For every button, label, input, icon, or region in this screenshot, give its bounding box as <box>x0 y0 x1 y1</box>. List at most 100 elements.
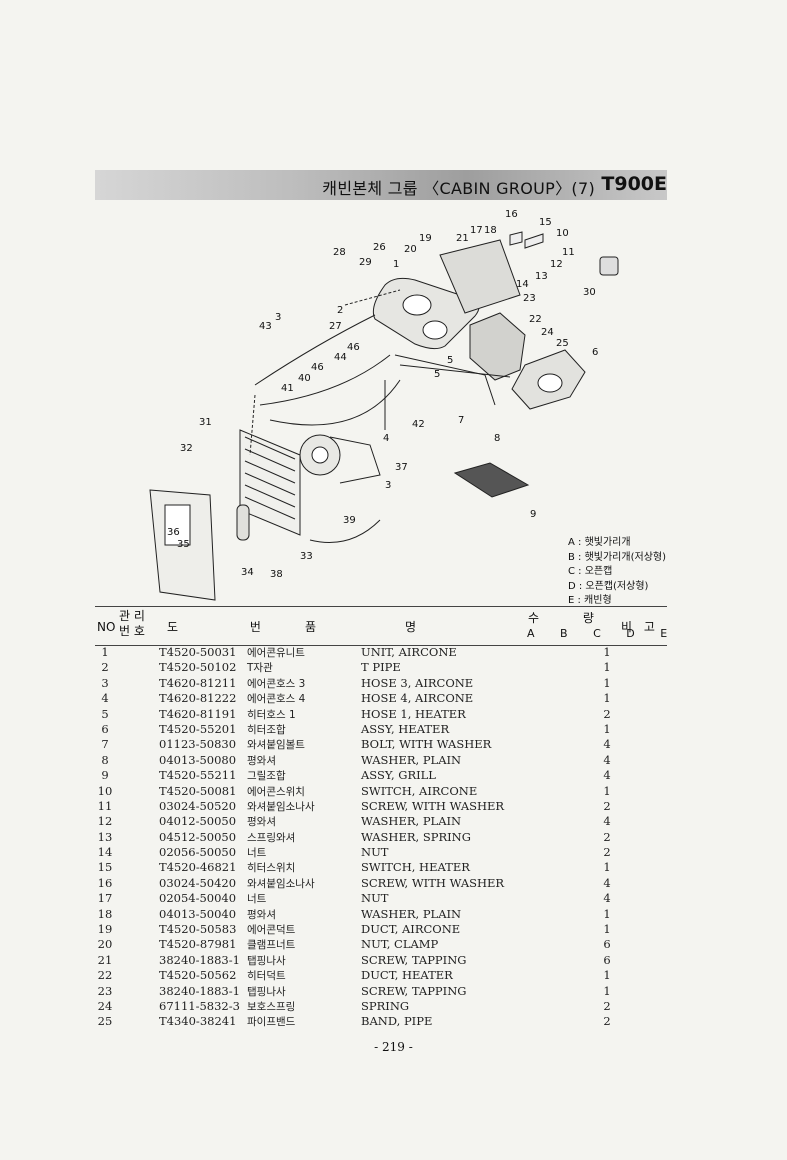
row-name-kr: 탭핑나사 <box>247 985 286 998</box>
row-part-number: 04512-50050 <box>159 829 237 844</box>
row-name-kr: 히터호스 1 <box>247 708 296 721</box>
row-quantity: 1 <box>603 691 611 706</box>
row-quantity: 4 <box>603 737 611 752</box>
svg-text:19: 19 <box>419 233 432 244</box>
svg-text:46: 46 <box>347 342 360 353</box>
svg-text:44: 44 <box>334 352 347 363</box>
model-legend: A : 햇빛가리개 B : 햇빛가리개(저상형) C : 오픈캡 D : 오픈캡… <box>568 536 666 609</box>
header-name-kr: 품 <box>305 620 317 634</box>
row-quantity: 2 <box>603 1014 611 1029</box>
row-number: 24 <box>97 998 113 1013</box>
row-name-en: WASHER, SPRING <box>361 829 471 844</box>
row-number: 25 <box>97 1014 113 1029</box>
svg-text:3: 3 <box>275 312 281 323</box>
svg-text:34: 34 <box>241 567 254 578</box>
row-number: 23 <box>97 983 113 998</box>
row-number: 19 <box>97 922 113 937</box>
row-part-number: T4520-46821 <box>159 860 237 875</box>
row-name-kr: 히터조합 <box>247 723 286 736</box>
row-quantity: 6 <box>603 937 611 952</box>
svg-text:27: 27 <box>329 321 342 332</box>
row-number: 11 <box>97 798 113 813</box>
row-part-number: 02056-50050 <box>159 845 237 860</box>
row-part-number: T4520-50583 <box>159 922 237 937</box>
header-quantity: 수 량 <box>528 611 614 625</box>
row-number: 1 <box>101 645 109 659</box>
row-part-number: T4520-55201 <box>159 721 237 736</box>
svg-text:43: 43 <box>259 321 272 332</box>
row-number: 7 <box>101 737 109 752</box>
row-name-kr: 와셔붙임볼트 <box>247 739 305 752</box>
legend-item: B : 햇빛가리개(저상형) <box>568 551 666 563</box>
row-name-kr: 와셔붙임소나사 <box>247 877 315 890</box>
row-name-en: SCREW, WITH WASHER <box>361 875 505 890</box>
row-quantity: 4 <box>603 891 611 906</box>
row-name-kr: 히터스위치 <box>247 862 296 875</box>
row-name-en: NUT, CLAMP <box>361 937 439 952</box>
row-quantity: 4 <box>603 752 611 767</box>
row-name-kr: 스프링와셔 <box>247 831 296 844</box>
legend-item: E : 캐빈형 <box>568 595 612 606</box>
row-number: 13 <box>97 829 113 844</box>
svg-text:24: 24 <box>541 327 554 338</box>
row-number: 16 <box>97 875 113 890</box>
svg-text:22: 22 <box>529 314 542 325</box>
row-name-kr: 보호스프링 <box>247 1000 296 1013</box>
row-quantity: 1 <box>603 660 611 675</box>
svg-text:11: 11 <box>562 247 575 258</box>
row-number: 5 <box>101 706 109 721</box>
row-part-number: 38240-1883-1 <box>159 952 240 967</box>
row-part-number: T4520-55211 <box>159 768 237 783</box>
svg-text:36: 36 <box>167 527 180 538</box>
row-number: 3 <box>101 675 109 690</box>
exploded-parts-diagram: 16 15 10 11 12 13 14 17 18 19 21 20 26 2… <box>95 205 670 605</box>
section-header: 캐빈본체 그룹 〈CABIN GROUP〉(7) T900E <box>95 170 667 200</box>
row-quantity: 1 <box>603 922 611 937</box>
header-remarks: 비 고 <box>621 620 659 634</box>
row-quantity: 1 <box>603 645 611 659</box>
svg-text:26: 26 <box>373 242 386 253</box>
row-number: 22 <box>97 968 113 983</box>
row-part-number: 04013-50080 <box>159 752 237 767</box>
header-no: NO <box>97 620 116 634</box>
row-name-en: HOSE 4, AIRCONE <box>361 691 474 706</box>
svg-text:10: 10 <box>556 228 569 239</box>
row-name-en: DUCT, AIRCONE <box>361 922 461 937</box>
row-name-kr: 에어콘덕트 <box>247 924 296 937</box>
svg-text:29: 29 <box>359 257 372 268</box>
row-name-en: SWITCH, AIRCONE <box>361 783 478 798</box>
svg-text:28: 28 <box>333 247 346 258</box>
svg-text:12: 12 <box>550 259 563 270</box>
row-name-en: BAND, PIPE <box>361 1014 433 1029</box>
row-name-kr: 와셔붙임소나사 <box>247 800 315 813</box>
svg-text:6: 6 <box>592 347 598 358</box>
row-name-kr: 그릴조합 <box>247 770 286 783</box>
header-mgmt-top: 관 리 <box>119 609 145 623</box>
row-name-en: WASHER, PLAIN <box>361 814 462 829</box>
row-name-kr: 너트 <box>247 893 267 906</box>
row-quantity: 1 <box>603 721 611 736</box>
svg-text:9: 9 <box>530 509 536 520</box>
svg-text:1: 1 <box>393 259 399 270</box>
svg-text:30: 30 <box>583 287 596 298</box>
row-number: 8 <box>101 752 109 767</box>
row-name-kr: 탭핑나사 <box>247 954 286 967</box>
row-part-number: 02054-50040 <box>159 891 237 906</box>
row-name-kr: 에어콘호스 3 <box>247 677 306 690</box>
row-part-number: 67111-5832-3 <box>159 998 240 1013</box>
